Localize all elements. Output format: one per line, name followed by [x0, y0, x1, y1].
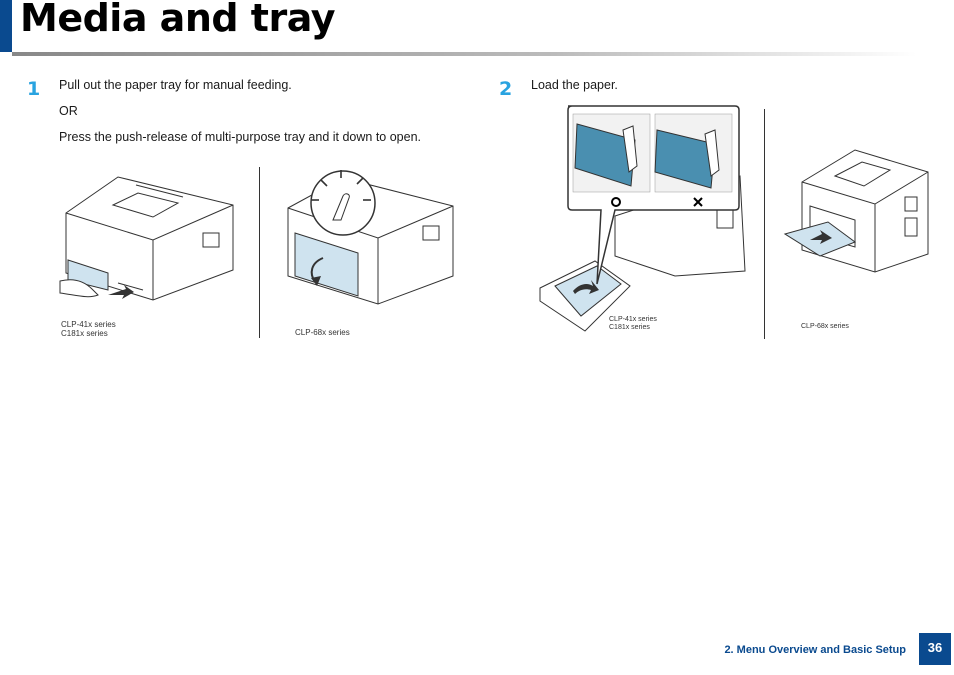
step-1-line-3: Press the push-release of multi-purpose … [59, 130, 422, 144]
title-rule [12, 52, 917, 56]
printer-illustration-tray-pull [59, 176, 234, 301]
page-number: 36 [919, 633, 951, 665]
arrow-icon [810, 230, 832, 244]
x-wrong-icon [693, 197, 703, 207]
paper-loading-illustration [539, 105, 746, 332]
title-accent-bar [0, 0, 12, 52]
step-1-line-2: OR [59, 104, 78, 118]
arrow-icon [573, 280, 599, 294]
step-2-number: 2 [499, 78, 513, 100]
figure-divider-1 [259, 167, 260, 338]
figure-1a-caption: CLP-41x series C181x series [61, 320, 116, 338]
printer-illustration-push-release [287, 170, 454, 305]
figure-1b-caption: CLP-68x series [295, 328, 350, 337]
figure-2a-caption: CLP-41x series C181x series [609, 316, 657, 331]
figure-2b-caption: CLP-68x series [801, 323, 849, 330]
step-2-line-1: Load the paper. [531, 78, 618, 92]
step-1-number: 1 [27, 78, 41, 100]
printer-illustration-mp-tray [783, 149, 929, 273]
hand-icon [332, 193, 350, 221]
hand-icon [59, 279, 99, 298]
footer-section-link[interactable]: 2. Menu Overview and Basic Setup [724, 644, 906, 656]
arrow-icon [108, 285, 134, 299]
circle-correct-icon [611, 197, 621, 207]
figure-divider-2 [764, 109, 765, 339]
step-1-line-1: Pull out the paper tray for manual feedi… [59, 78, 292, 92]
page-title: Media and tray [20, 0, 335, 40]
